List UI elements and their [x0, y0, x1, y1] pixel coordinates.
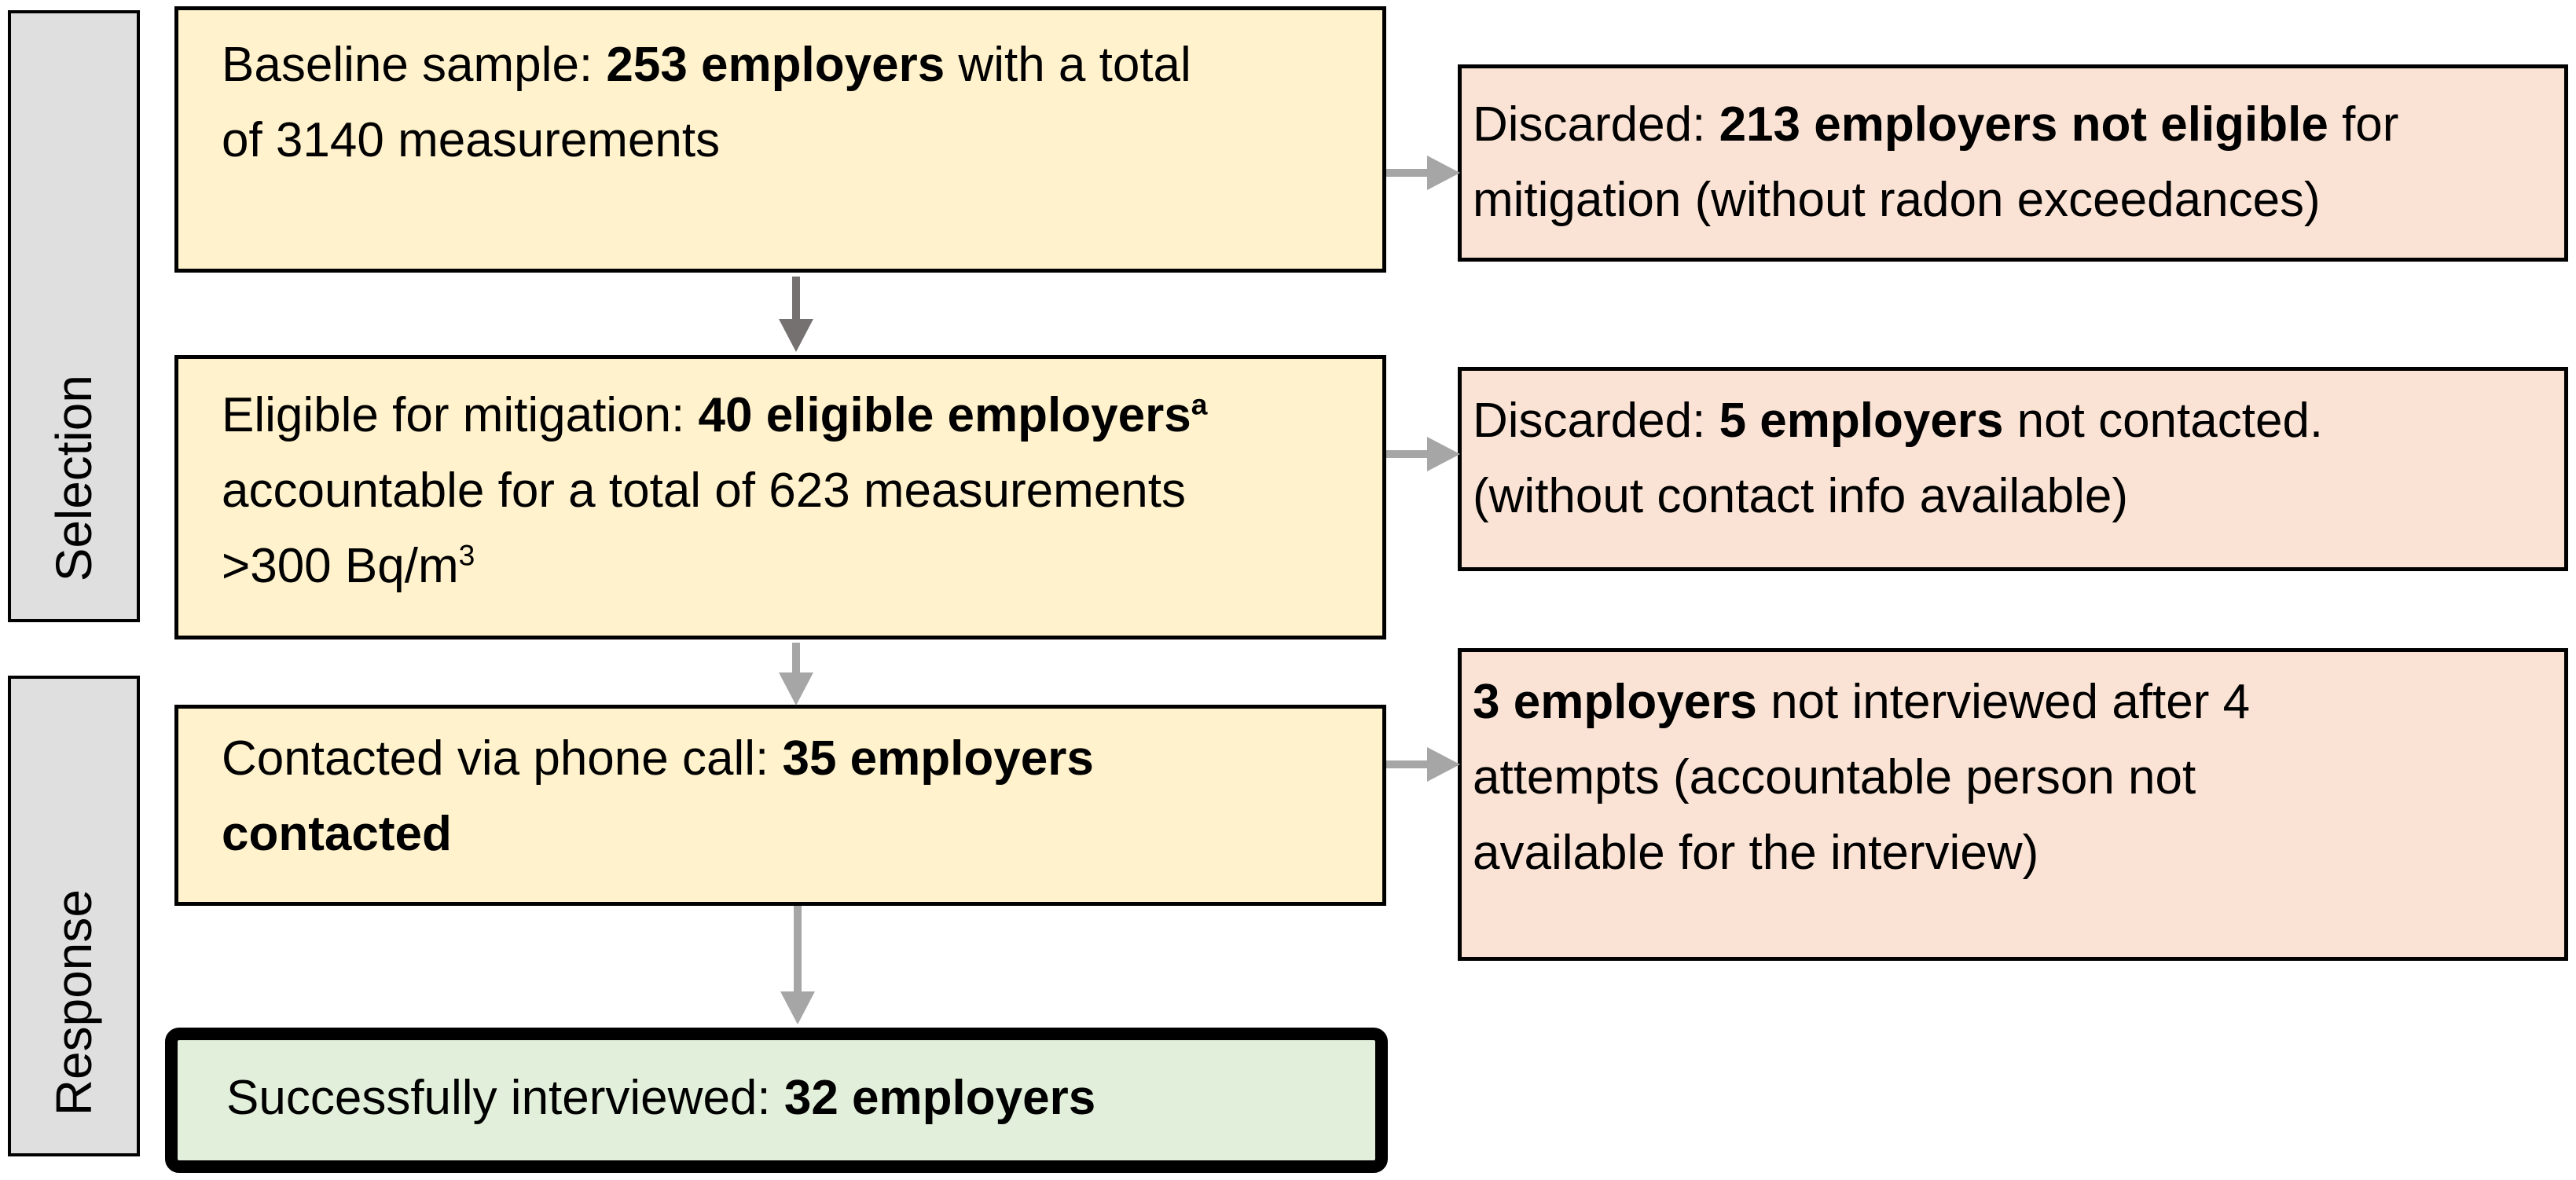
success-box-interviewed: Successfully interviewed: 32 employers: [165, 1028, 1388, 1173]
arrowhead-right-icon: [1427, 437, 1460, 471]
success-box-interviewed-text: Successfully interviewed: 32 employers: [226, 1071, 1096, 1125]
right-arrow-baseline-to-not-eligible: [1386, 156, 1460, 190]
down-arrow-baseline-to-eligible: [779, 277, 813, 352]
arrow-shaft: [1386, 450, 1427, 458]
arrow-shaft: [792, 277, 800, 319]
arrow-shaft: [792, 643, 800, 672]
right-arrow-contacted-to-not-interviewed: [1386, 747, 1460, 782]
arrowhead-down-icon: [780, 991, 815, 1024]
process-box-baseline: Baseline sample: 253 employers with a to…: [174, 6, 1386, 273]
arrowhead-right-icon: [1427, 747, 1460, 782]
stage-response-label: Response: [46, 889, 102, 1116]
stage-box-response: Response: [8, 676, 140, 1156]
stage-selection-label: Selection: [46, 374, 102, 581]
arrow-shaft: [794, 906, 802, 991]
discard-box-not-contacted: Discarded: 5 employers not contacted.(wi…: [1458, 367, 2568, 571]
discard-box-not-eligible: Discarded: 213 employers not eligible fo…: [1458, 64, 2568, 262]
process-box-eligible-text: Eligible for mitigation: 40 eligible emp…: [222, 387, 1208, 593]
down-arrow-contacted-to-interviewed: [780, 906, 815, 1024]
arrowhead-down-icon: [779, 672, 813, 705]
discard-box-not-eligible-text: Discarded: 213 employers not eligible fo…: [1473, 97, 2399, 227]
process-box-baseline-text: Baseline sample: 253 employers with a to…: [222, 38, 1191, 167]
arrowhead-down-icon: [779, 319, 813, 352]
arrowhead-right-icon: [1427, 156, 1460, 190]
arrow-shaft: [1386, 760, 1427, 768]
discard-box-not-contacted-text: Discarded: 5 employers not contacted.(wi…: [1473, 394, 2324, 523]
right-arrow-eligible-to-not-contacted: [1386, 437, 1460, 471]
process-box-eligible: Eligible for mitigation: 40 eligible emp…: [174, 355, 1386, 639]
arrow-shaft: [1386, 169, 1427, 177]
stage-box-selection: Selection: [8, 10, 140, 622]
down-arrow-eligible-to-contacted: [779, 643, 813, 705]
